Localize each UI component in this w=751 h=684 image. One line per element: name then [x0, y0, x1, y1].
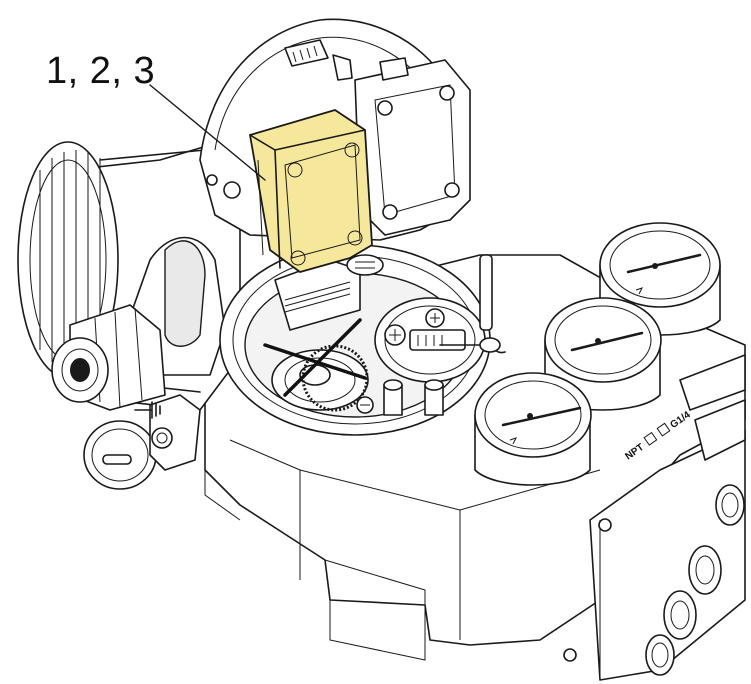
remove-part-cross-icon: [263, 318, 367, 397]
callout-leader-line: [149, 84, 266, 181]
blanking-plug: [83, 420, 157, 490]
highlighted-module: [249, 109, 373, 273]
part-callout-label: 1, 2, 3: [46, 50, 156, 92]
gauges: [474, 222, 721, 486]
gauge-bottom: [474, 372, 592, 486]
cable-gland: [51, 304, 166, 411]
housing-interior: [271, 254, 506, 416]
ground-terminal: [134, 394, 201, 471]
g14-checkbox-icon: [656, 422, 671, 437]
pneumatic-manifold: NPT G1/4: [563, 354, 746, 681]
module-body: [249, 109, 373, 273]
npt-checkbox-icon: [643, 431, 658, 446]
ground-symbol-icon: [134, 401, 161, 419]
